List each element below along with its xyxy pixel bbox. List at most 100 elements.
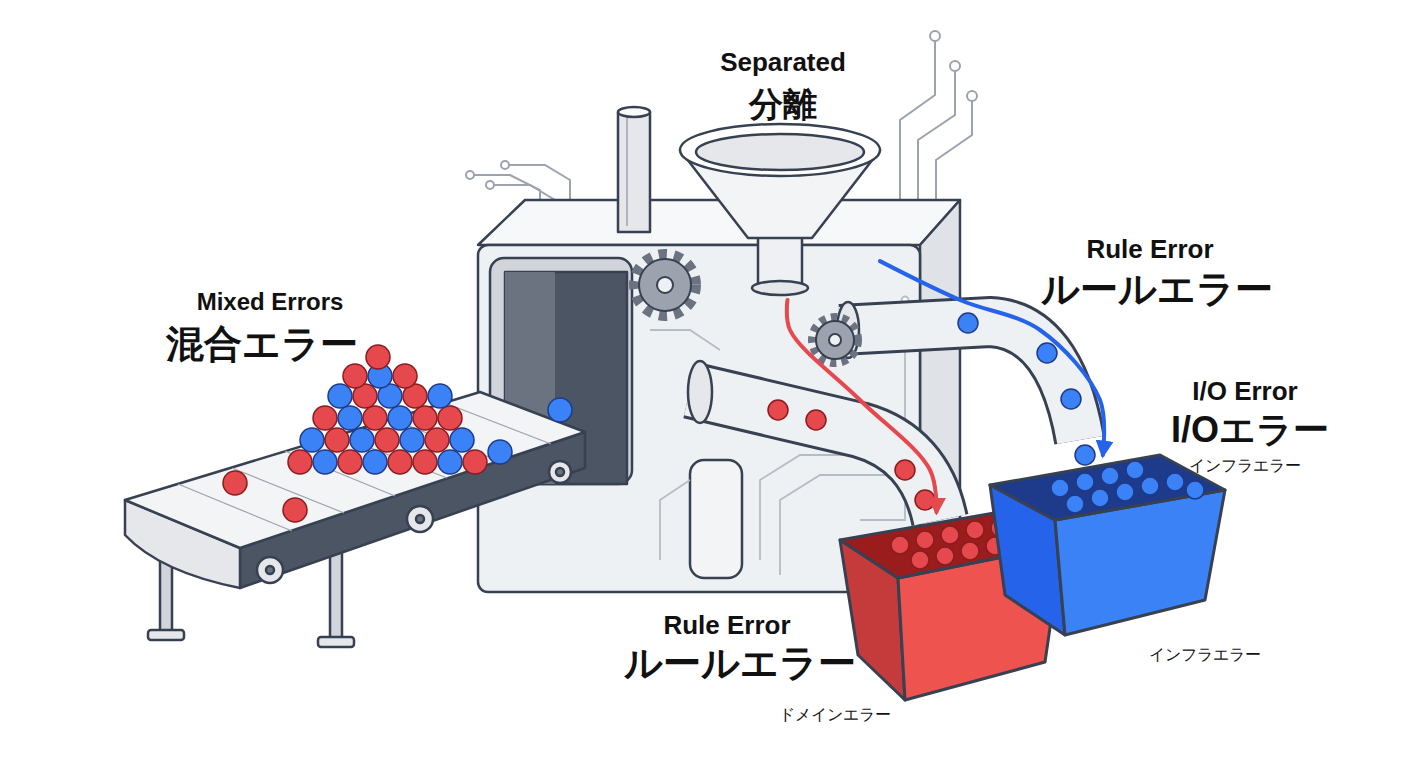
conveyor-belt <box>407 506 433 532</box>
error-ball <box>223 471 247 495</box>
error-ball <box>288 450 312 474</box>
error-ball <box>438 406 462 430</box>
error-ball <box>916 531 934 549</box>
error-ball <box>1116 483 1134 501</box>
machine-body <box>618 107 650 117</box>
error-ball <box>1066 495 1084 513</box>
circuit-trace <box>660 480 690 560</box>
bin-node: Rule Errorルールエラードメインエラー <box>840 512 1062 700</box>
sorting-pipe <box>690 390 940 520</box>
funnel <box>680 124 880 176</box>
conveyor-belt <box>178 403 551 531</box>
error-ball <box>1076 473 1094 491</box>
error-ball <box>328 384 352 408</box>
error-ball <box>891 536 909 554</box>
conveyor-belt <box>125 392 585 647</box>
sorting-pipe <box>840 322 1080 440</box>
gear <box>657 277 673 293</box>
error-ball <box>1051 461 1204 513</box>
error-ball <box>1091 489 1109 507</box>
error-ball <box>1075 445 1095 465</box>
node-text: ドメインエラー <box>755 705 915 724</box>
funnel <box>752 281 808 295</box>
gear <box>635 255 695 315</box>
error-ball <box>366 345 390 369</box>
error-ball <box>1061 389 1081 409</box>
conveyor-belt <box>285 451 395 496</box>
error-ball <box>393 364 417 388</box>
error-ball <box>958 313 978 333</box>
machine-body <box>618 112 650 232</box>
node-heading: Rule Error <box>617 610 837 641</box>
error-ball <box>463 450 487 474</box>
bin-node: I/O ErrorI/Oエラーインフラエラーインフラエラー <box>990 455 1225 635</box>
error-ball <box>413 450 437 474</box>
funnel-node: Separated分離 <box>680 125 880 300</box>
sorting-pipe <box>840 322 1080 440</box>
machine-body <box>690 460 742 578</box>
conveyor-belt <box>416 515 424 523</box>
node-heading: Mixed Errors <box>140 288 400 317</box>
error-ball <box>1141 477 1159 495</box>
error-ball <box>325 428 349 452</box>
error-ball <box>343 364 367 388</box>
circuit-trace <box>967 91 977 101</box>
error-ball <box>895 460 915 480</box>
io-error-bin <box>1055 490 1225 635</box>
error-ball <box>961 542 979 560</box>
error-ball <box>548 398 572 422</box>
gear <box>813 318 857 362</box>
sorting-pipe <box>690 390 940 520</box>
error-ball <box>1051 479 1069 497</box>
circuit-trace <box>466 171 474 179</box>
machine-body <box>626 118 628 226</box>
circuit-trace <box>950 61 960 71</box>
error-ball <box>1186 481 1204 499</box>
error-ball <box>363 450 387 474</box>
conveyor-belt <box>266 566 274 574</box>
circuit-trace <box>930 31 940 41</box>
error-ball <box>936 547 954 565</box>
error-ball <box>768 400 788 420</box>
circuit-trace <box>486 181 494 189</box>
gear <box>829 334 841 346</box>
error-ball <box>425 428 449 452</box>
node-text: インフラエラー <box>1125 645 1285 664</box>
gear <box>816 321 854 359</box>
conveyor-belt <box>318 637 354 647</box>
error-ball <box>1166 473 1184 491</box>
gear <box>639 259 691 311</box>
error-ball <box>450 428 474 452</box>
error-ball <box>438 450 462 474</box>
node-text: 混合エラー <box>132 322 392 368</box>
conveyor-belt <box>148 630 184 640</box>
circuit-trace <box>650 330 720 350</box>
error-ball <box>911 551 929 569</box>
error-ball <box>1037 343 1057 363</box>
node-heading: Separated <box>673 47 893 78</box>
error-ball <box>300 428 324 452</box>
node-text: ルールエラー <box>610 641 870 687</box>
error-ball <box>313 450 337 474</box>
error-ball <box>375 428 399 452</box>
error-ball <box>388 406 412 430</box>
node-heading: I/O Error <box>1135 376 1355 407</box>
conveyor-belt <box>549 461 571 483</box>
error-ball <box>223 345 572 522</box>
error-ball <box>1126 461 1144 479</box>
error-ball <box>488 440 512 464</box>
error-ball <box>350 428 374 452</box>
pipe-label-ja: ルールエラー <box>1027 267 1287 313</box>
error-ball <box>806 410 826 430</box>
circuit-trace <box>501 161 509 169</box>
circuit-trace <box>936 100 972 200</box>
conveyor-belt <box>257 557 283 583</box>
error-ball <box>400 428 424 452</box>
conveyor-belt <box>125 392 585 548</box>
pipe-label: Rule Error <box>1040 234 1260 265</box>
node-text: I/Oエラー <box>1140 408 1360 451</box>
node-text: 分離 <box>703 84 863 125</box>
funnel <box>680 124 880 295</box>
